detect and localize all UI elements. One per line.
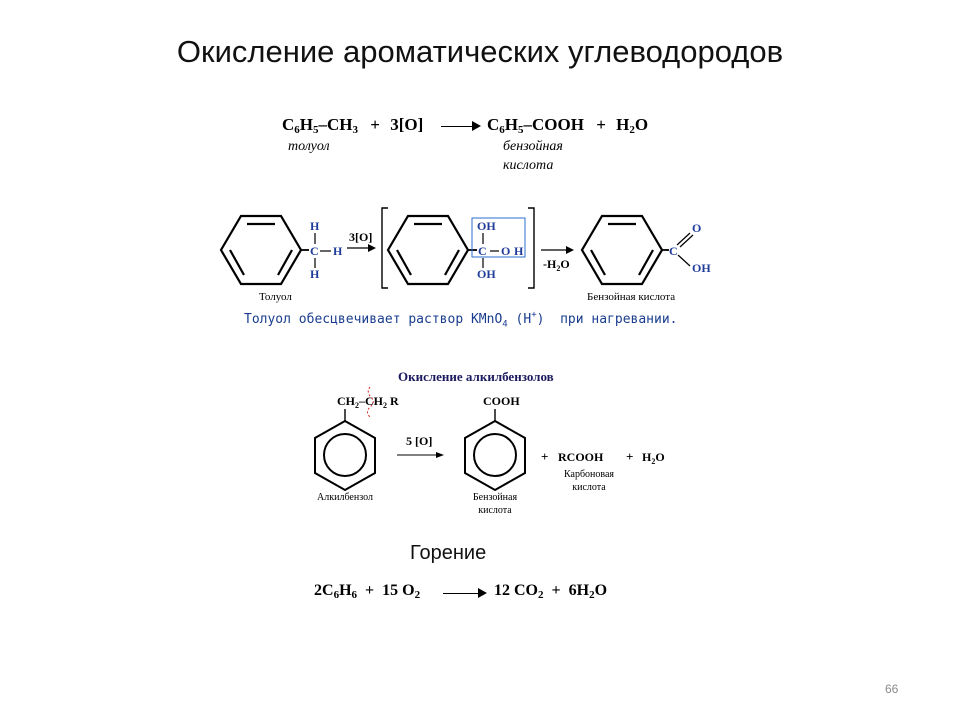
mech-arrowhead-2	[566, 246, 574, 254]
oh-carboxyl: OH	[692, 261, 711, 275]
toluene-ring	[219, 214, 303, 286]
plus-acid: +	[541, 449, 548, 464]
mech-arrowhead-1	[368, 244, 376, 252]
caption-carboxylic-1: Карбоновая	[564, 469, 614, 480]
rcooh: RCOOH	[558, 450, 604, 464]
reagent-5o: 5 [O]	[406, 434, 432, 448]
caption-alkylbenzene: Алкилбензол	[317, 492, 373, 503]
c-methyl: C	[310, 244, 319, 258]
h-bottom: H	[310, 267, 320, 281]
eq1-arrow	[441, 126, 475, 127]
eq1-reactant: C6H5–CH3	[282, 115, 359, 136]
combustion-products: 12 CO2 + 6H2O	[494, 582, 608, 601]
caption-toluene: Толуол	[259, 291, 292, 303]
caption-benzoic-1: Бензойная	[473, 492, 518, 503]
triol-carbon: OH C O H OH	[477, 219, 524, 281]
slide-number: 66	[885, 682, 899, 696]
cooh-substituent: COOH	[483, 394, 520, 408]
benzoic-acid-name-line2: кислота	[503, 158, 554, 173]
combustion-arrow	[443, 593, 481, 594]
plus-water: +	[626, 449, 633, 464]
caption-benzoic-2: кислота	[478, 505, 512, 516]
toluene-oxidation-mechanism: H C H H 3[O] OH C O H OH -H2O	[219, 207, 711, 303]
c-carboxyl: C	[669, 244, 678, 258]
h-right-2: H	[514, 244, 524, 258]
combustion-reactants: 2C6H6 + 15 O2	[314, 582, 421, 601]
eq1-plus: +	[370, 115, 380, 134]
intermediate-ring	[386, 214, 470, 286]
benzoic-ring	[580, 214, 664, 286]
combustion-heading: Горение	[410, 542, 487, 564]
cleavage-mark	[367, 386, 374, 418]
reagent-minus-water: -H2O	[543, 257, 570, 273]
reagent-3o: 3[O]	[349, 230, 372, 244]
caption-benzoic-acid: Бензойная кислота	[587, 291, 675, 303]
carboxyl-group: C O OH	[669, 221, 711, 275]
eq1-plus2: +	[596, 115, 606, 134]
alkyl-substituent: CH2–CH2 R	[337, 394, 399, 410]
water-loss-box	[471, 217, 526, 258]
h-top: H	[310, 219, 320, 233]
alkyl-arrowhead	[436, 452, 444, 458]
slide-title: Окисление ароматических углеводородов	[176, 34, 784, 69]
alkylbenzene-heading: Окисление алкилбензолов	[398, 369, 554, 384]
c-central: C	[478, 244, 487, 258]
combustion-products-text: 12 CO2 + 6H2O	[494, 582, 608, 601]
bracket-left	[381, 207, 388, 289]
eq1-oxidant: 3[O]	[390, 115, 424, 134]
methyl-group: H C H H	[310, 219, 343, 281]
eq1-products: C6H5–COOH + H2O	[487, 115, 649, 136]
combustion-arrowhead	[478, 588, 487, 598]
benzoic-acid-name-line1: бензойная	[503, 139, 563, 154]
alkylbenzene-scheme: CH2–CH2 R 5 [O] COOH + RCOOH + H2O Алкил…	[314, 386, 665, 516]
o-carbonyl: O	[692, 221, 701, 235]
eq1-water: H2O	[616, 115, 649, 136]
oh-top: OH	[477, 219, 496, 233]
methyl-bonds	[314, 233, 331, 268]
h-right: H	[333, 244, 343, 258]
alkylbenzene-ring	[314, 419, 376, 492]
oh-bottom: OH	[477, 267, 496, 281]
kmno4-note: Толуол обесцвечивает раствор KMnO4 (H+) …	[244, 310, 678, 330]
eq1-arrowhead	[472, 121, 481, 131]
benzoic-ring-2	[464, 419, 526, 492]
o-right: O	[501, 244, 510, 258]
alkyl-water: H2O	[642, 450, 665, 466]
toluene-name: толуол	[288, 139, 330, 154]
combustion-equation: 2C6H6 + 15 O2	[314, 582, 421, 601]
triol-bonds	[482, 233, 499, 268]
toluene-oxidation-equation: C6H5–CH3 + 3[O]	[282, 115, 424, 136]
carboxyl-bonds	[676, 232, 694, 267]
caption-carboxylic-2: кислота	[572, 482, 606, 493]
eq1-product: C6H5–COOH	[487, 115, 584, 136]
bracket-right	[528, 207, 535, 289]
